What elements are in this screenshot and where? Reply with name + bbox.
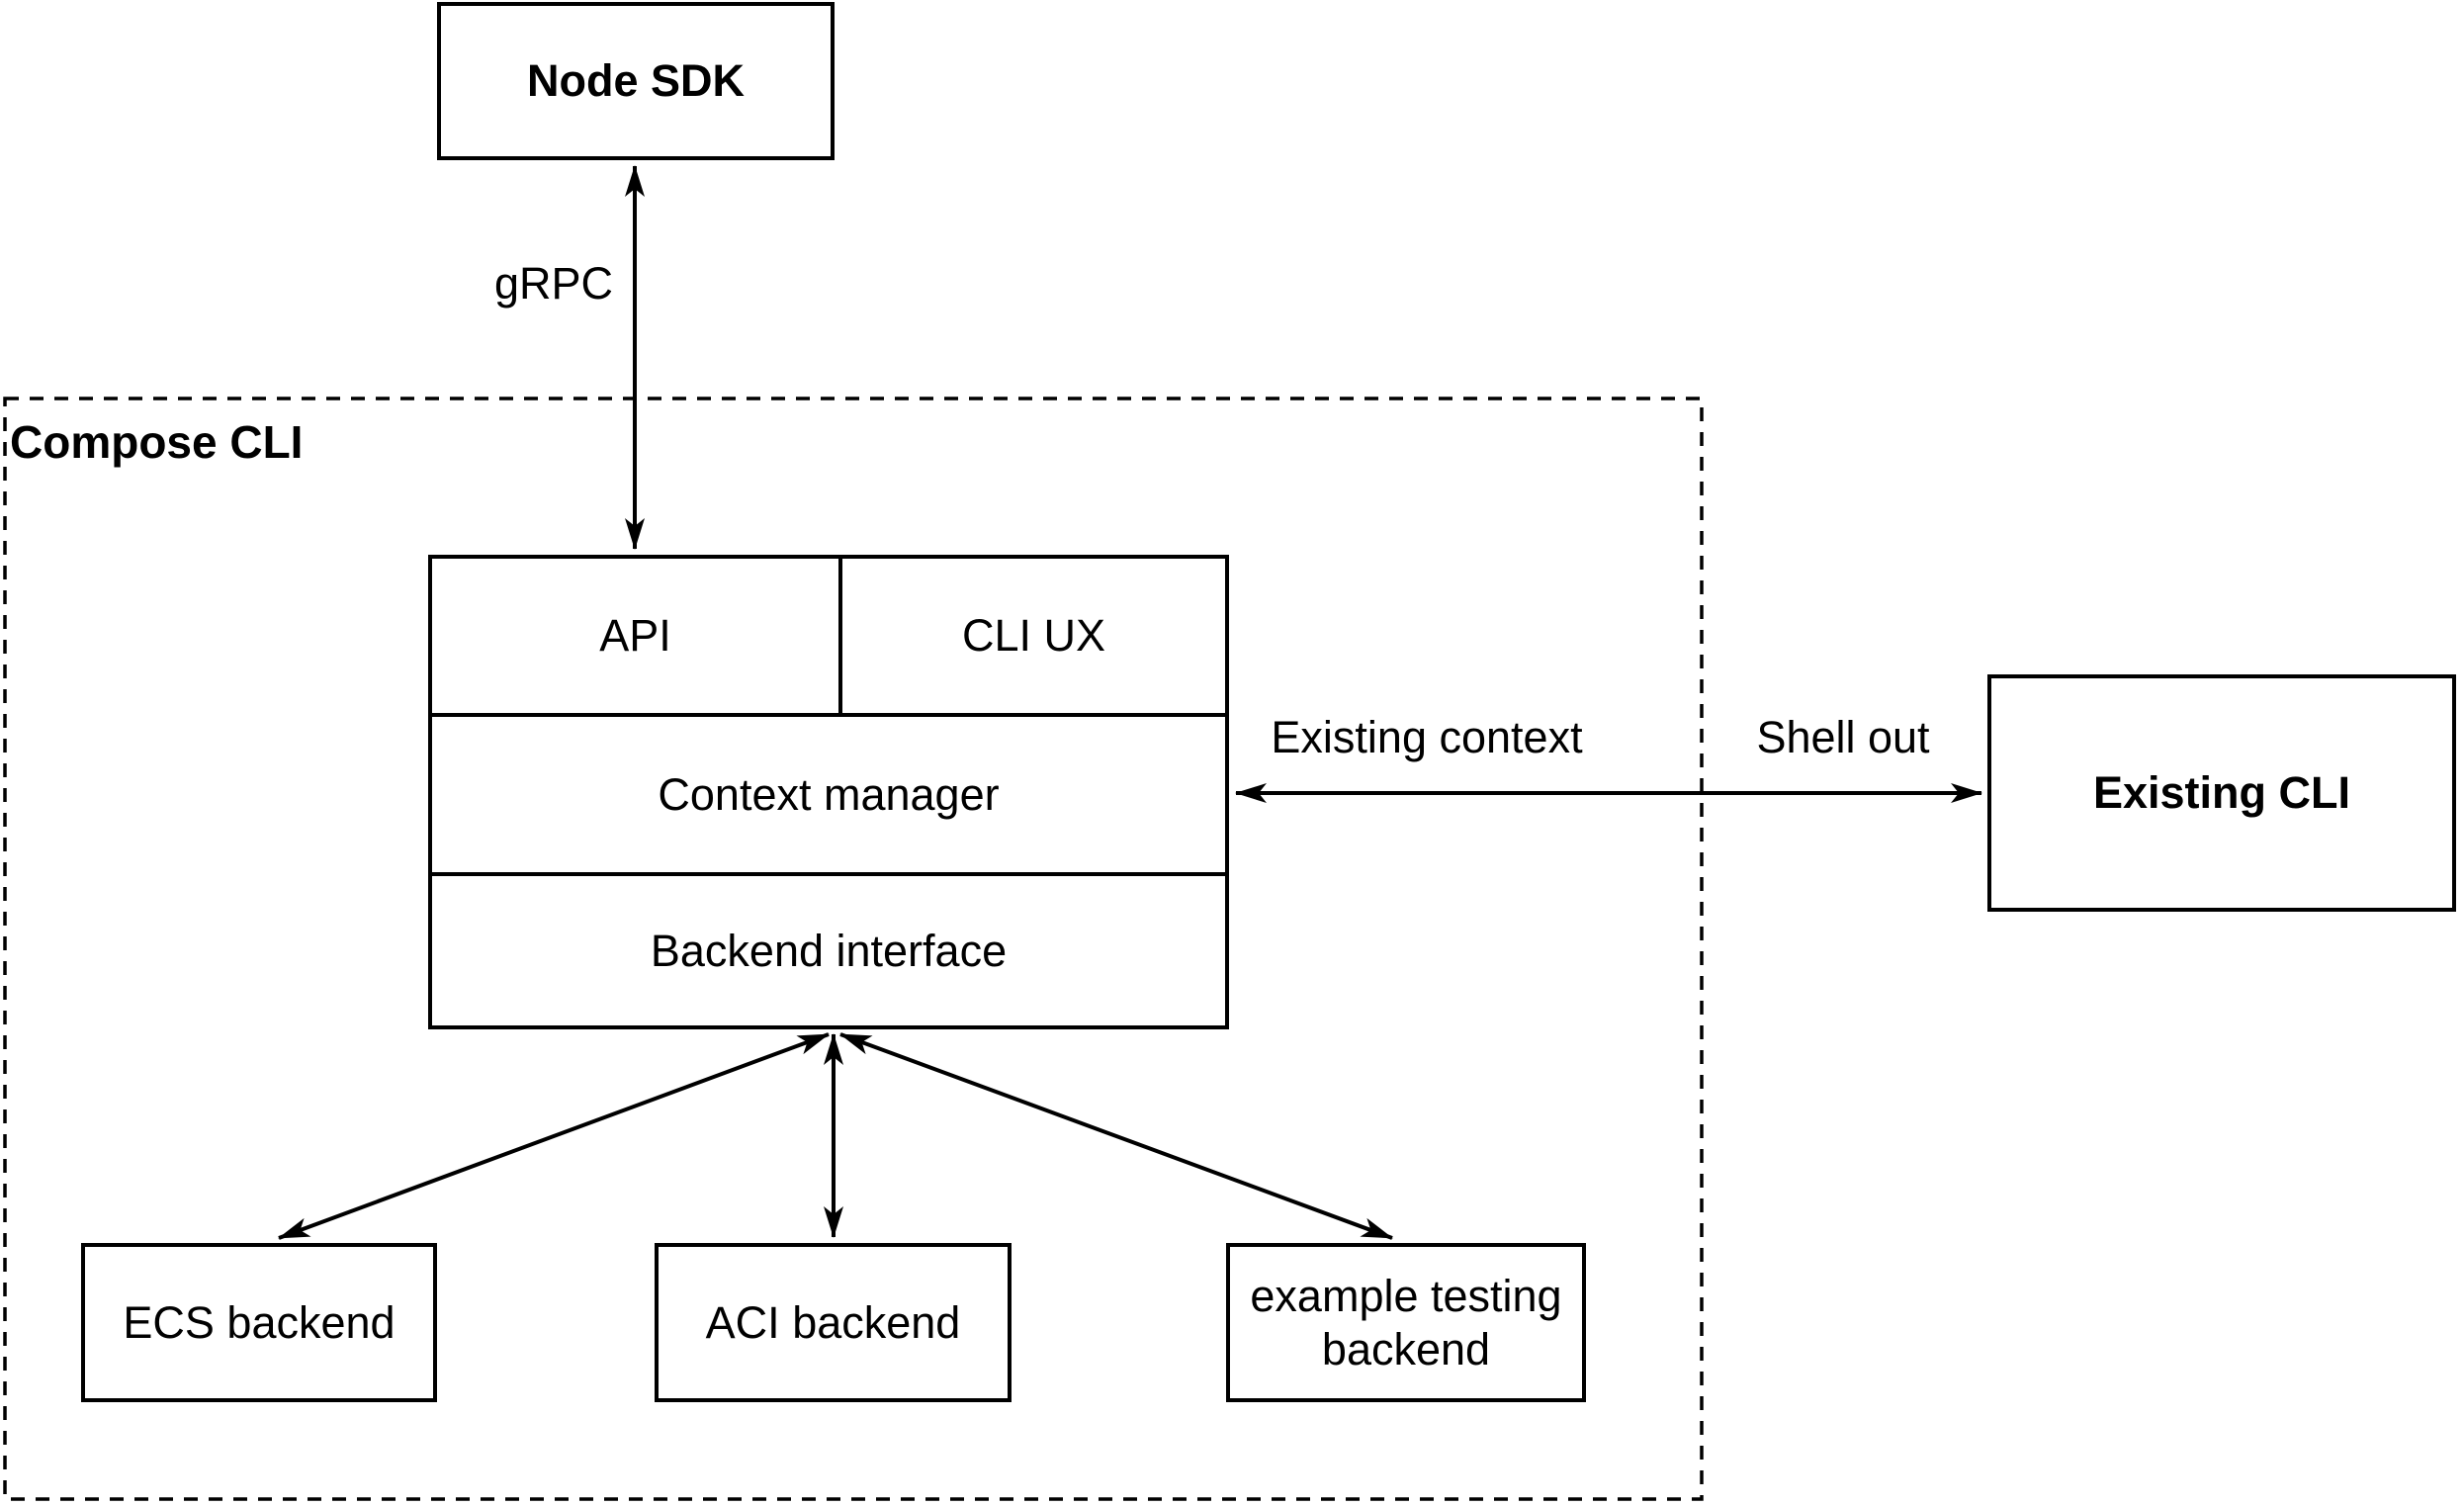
cli-ux-label: CLI UX [961,610,1106,661]
aci-backend-box: ACI backend [655,1243,1012,1402]
aci-backend-label: ACI backend [705,1296,961,1348]
example-testing-backend-box: example testing backend [1226,1243,1586,1402]
backend-interface-label: Backend interface [650,925,1008,976]
ecs-backend-arrow [278,1032,830,1240]
compose-cli-stack-box: API CLI UX Context manager Backend inter… [428,555,1229,1029]
node-sdk-label: Node SDK [526,55,745,106]
shell-out-edge-label: Shell out [1752,712,1934,763]
backend-interface-cell: Backend interface [432,876,1225,1025]
row-divider-1 [432,713,1225,717]
compose-cli-group-border [3,397,1704,1501]
grpc-edge-label: gRPC [489,258,618,310]
api-cell: API [432,559,838,713]
existing-cli-label: Existing CLI [2092,767,2351,818]
api-label: API [599,610,671,661]
context-manager-label: Context manager [658,768,1000,820]
context-manager-cell: Context manager [432,717,1225,872]
api-cliux-divider [838,559,842,713]
example-testing-backend-label: example testing backend [1250,1270,1562,1374]
example-testing-backend-arrow [839,1032,1393,1240]
ecs-backend-box: ECS backend [81,1243,437,1402]
compose-cli-group-label: Compose CLI [10,416,304,468]
existing-cli-box: Existing CLI [1987,674,2456,912]
node-sdk-box: Node SDK [437,2,835,160]
ecs-backend-label: ECS backend [123,1296,396,1348]
existing-context-edge-label: Existing context [1267,712,1587,763]
cli-ux-cell: CLI UX [842,559,1225,713]
row-divider-2 [432,872,1225,876]
